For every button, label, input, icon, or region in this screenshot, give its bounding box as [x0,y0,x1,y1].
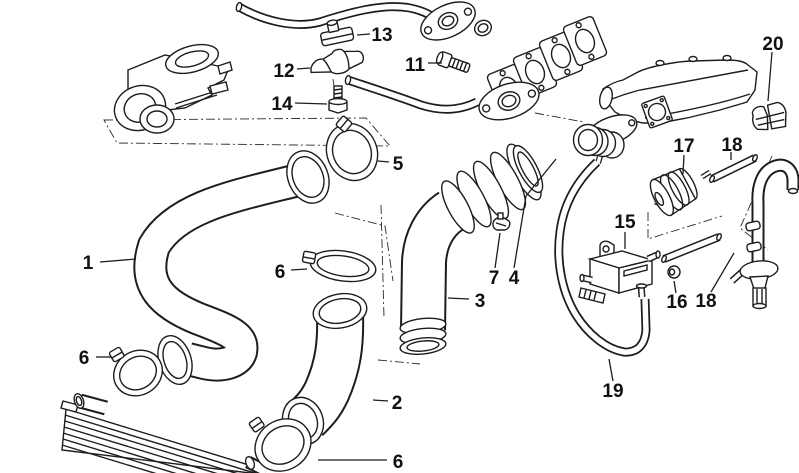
vacuum-pipe-18-bottom [661,232,722,264]
callout-15: 15 [614,212,636,233]
seal-ring [473,19,493,37]
vacuum-canister-17 [649,167,712,217]
egr-valve [572,114,638,164]
cable-clip-20 [751,101,787,131]
callout-2: 2 [392,393,403,414]
callout-14: 14 [271,94,293,115]
callout-5: 5 [393,154,404,175]
pipe-flange-lower [478,81,540,121]
hose-clamp-6c [248,416,312,472]
callout-17: 17 [673,136,694,157]
vent-pipe [729,158,799,310]
callout-18-bottom: 18 [695,291,716,312]
pipe-clip-12 [310,48,365,75]
bellows-hose-3 [399,143,544,356]
vacuum-hose-19 [554,158,651,357]
hose-clip-7 [492,212,511,231]
pipe-flange-upper [420,1,476,41]
connector-16 [667,265,681,279]
callout-1: 1 [83,253,94,274]
hose-clamp-5 [325,115,379,182]
callout-6-2: 6 [275,262,286,283]
callout-18-top: 18 [721,135,742,156]
intercooler-fins [61,414,257,473]
vacuum-pipe-18-top [708,154,759,183]
egr-pipe-upper [235,1,493,41]
intercooler [60,393,269,473]
hose-clamp-6b [301,249,377,283]
callout-13: 13 [371,25,392,46]
turbocharger [113,43,233,134]
bolt-14 [328,85,348,114]
hose-clamp-6a [108,346,163,397]
egr-pipe-lower [344,74,540,121]
bolt-11 [435,51,471,73]
callout-6-3: 6 [393,452,404,473]
callout-16: 16 [666,292,687,313]
pipe-clip-13 [319,19,355,47]
boost-hose-2 [281,292,368,446]
boost-hose-1 [133,150,330,385]
callout-11: 11 [405,55,426,76]
callout-19: 19 [602,381,623,402]
callout-6-1: 6 [79,348,90,369]
control-valve-15 [578,240,661,304]
callout-12: 12 [273,61,294,82]
callout-7: 7 [489,268,500,289]
callout-4: 4 [509,268,520,289]
hose-3-mouth [512,144,544,194]
leader-lines [96,33,773,461]
intake-manifold [599,54,758,129]
callout-3: 3 [475,291,486,312]
callout-20: 20 [762,34,783,55]
callouts: 1 2 3 4 5 6 6 6 7 11 12 13 14 15 16 17 1… [79,25,784,473]
manifold-flange [641,95,673,129]
